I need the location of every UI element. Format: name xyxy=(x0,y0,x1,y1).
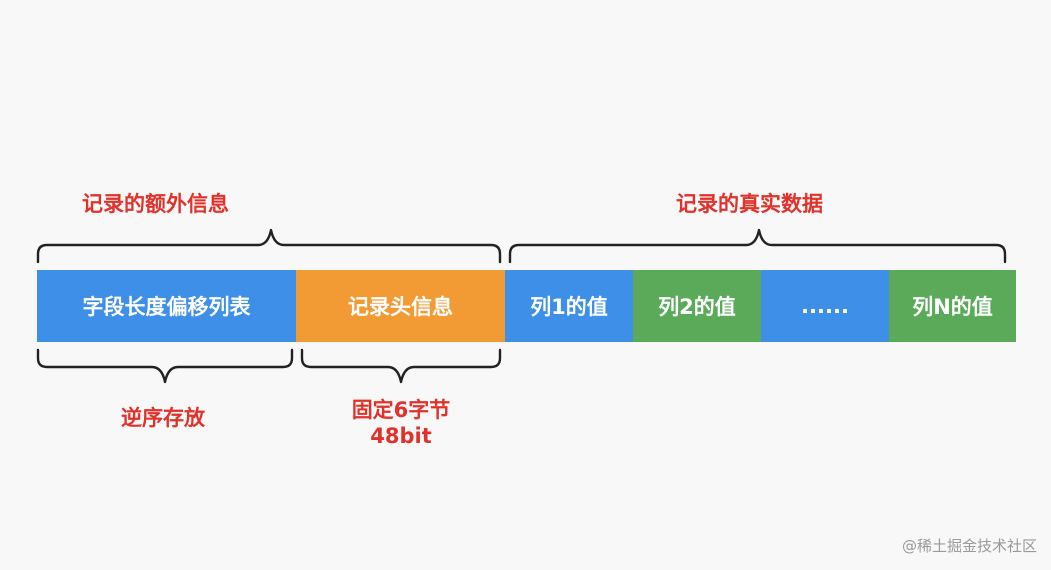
segment-label: 列N的值 xyxy=(912,295,993,319)
segment-field-length-list: 字段长度偏移列表 xyxy=(37,270,296,342)
real-data-label: 记录的真实数据 xyxy=(676,192,823,216)
fixed-size-label: 固定6字节 48bit xyxy=(346,397,456,449)
real-data-bracket xyxy=(508,228,1007,264)
segment-label: 列1的值 xyxy=(530,295,608,319)
segment-record-header: 记录头信息 xyxy=(296,270,505,342)
watermark: @稀土掘金技术社区 xyxy=(901,537,1037,555)
segment-column-1: 列1的值 xyxy=(505,270,633,342)
segment-column-n: 列N的值 xyxy=(889,270,1016,342)
fixed-size-line2: 48bit xyxy=(370,424,432,448)
extra-info-label: 记录的额外信息 xyxy=(82,192,229,216)
reverse-order-label: 逆序存放 xyxy=(121,406,205,430)
segment-label: 记录头信息 xyxy=(348,295,453,319)
fixed-size-bracket xyxy=(300,348,502,384)
segment-label: ...... xyxy=(801,294,849,318)
reverse-order-bracket xyxy=(36,348,294,384)
segment-ellipsis: ...... xyxy=(761,270,889,342)
segment-column-2: 列2的值 xyxy=(633,270,761,342)
extra-info-bracket xyxy=(36,228,502,264)
segment-label: 字段长度偏移列表 xyxy=(82,295,251,319)
fixed-size-line1: 固定6字节 xyxy=(351,398,451,422)
segment-label: 列2的值 xyxy=(658,295,736,319)
